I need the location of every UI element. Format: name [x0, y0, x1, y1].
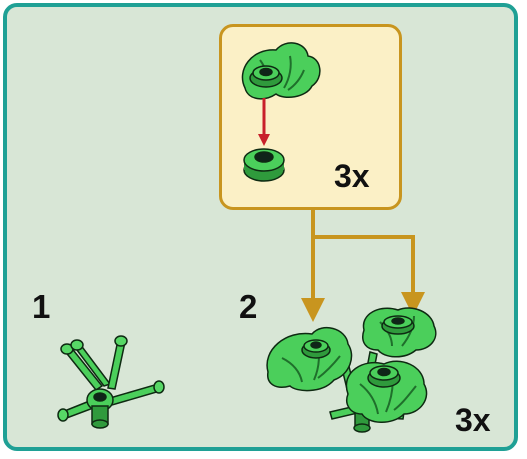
stem-branch-element-icon: [57, 335, 165, 429]
step-two-multiplier: 3x: [455, 402, 491, 438]
step-one-number: 1: [32, 288, 51, 325]
leaf-plant-element-icon: [241, 42, 321, 100]
arrow-head-left: [301, 298, 325, 322]
step-two-number: 2: [239, 288, 258, 325]
attach-arrow: [258, 98, 270, 146]
callout-multiplier: 3x: [334, 158, 370, 194]
assembled-plant-icon: [266, 307, 437, 433]
sub-assembly-callout: [219, 24, 402, 210]
arrow-head-right: [401, 292, 425, 316]
callout-connector-arrows: [301, 210, 425, 322]
round-plate-icon: [243, 148, 285, 182]
